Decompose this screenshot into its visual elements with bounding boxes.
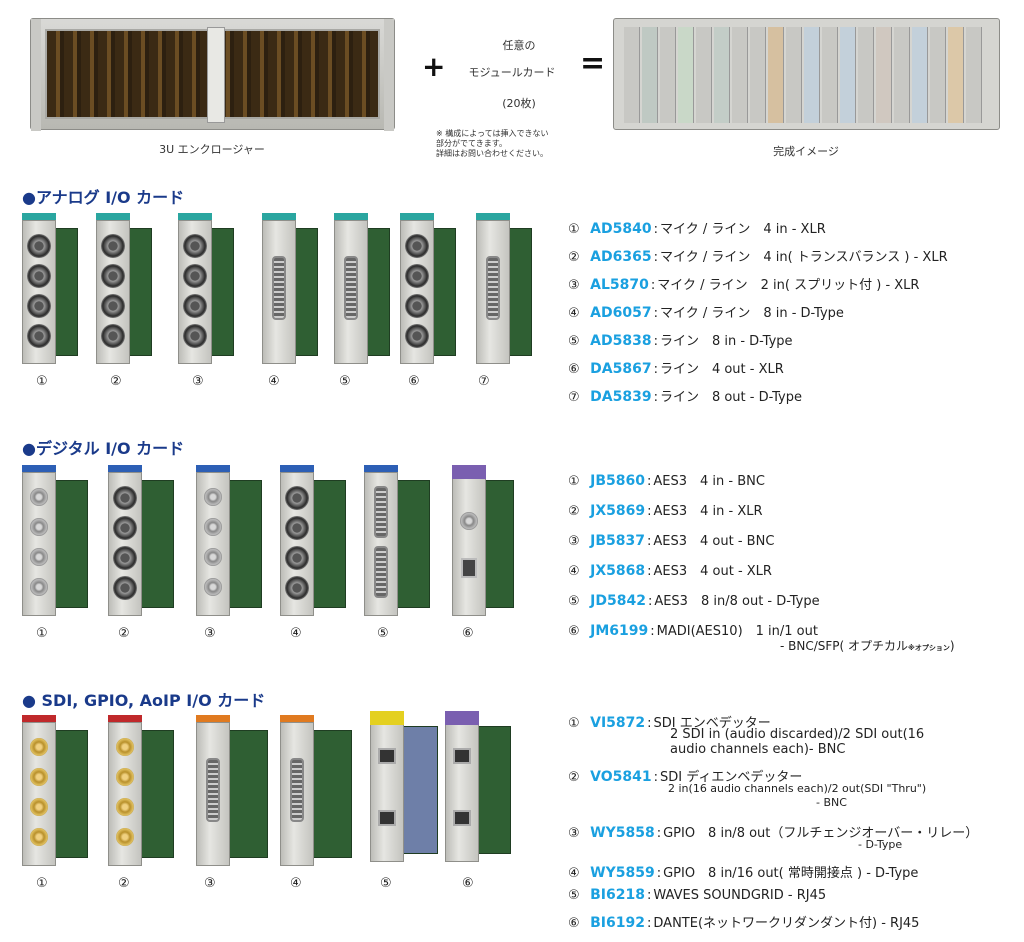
analog-item-5: ⑤ AD5838:ライン 8 in - D-Type [568,333,793,349]
equals-sign: = [580,46,606,81]
sdi-item-2-cont-2: - BNC [816,796,847,809]
sdi-number-3: ③ [204,876,216,891]
digital-item-2: ② JX5869:AES3 4 in - XLR [568,503,763,519]
digital-number-4: ④ [290,626,302,641]
analog-item-3: ③ AL5870:マイク / ライン 2 in( スプリット付 ) - XLR [568,277,920,293]
analog-item-7: ⑦ DA5839:ライン 8 out - D-Type [568,389,802,405]
analog-number-2: ② [110,374,122,389]
analog-item-4: ④ AD6057:マイク / ライン 8 in - D-Type [568,305,844,321]
sdi-number-6: ⑥ [462,876,474,891]
analog-number-5: ⑤ [339,374,351,389]
analog-number-7: ⑦ [478,374,490,389]
analog-section-title: ●アナログ I/O カード [22,188,185,207]
note-text: ※ 構成によっては挿入できない 部分がでてきます。 詳細はお問い合わせください。 [436,129,549,158]
analog-number-3: ③ [192,374,204,389]
sdi-item-3-cont: - D-Type [858,838,903,851]
digital-section-title: ●デジタル I/O カード [22,439,185,458]
digital-number-2: ② [118,626,130,641]
module-line-1: 任意の [502,39,536,52]
sdi-number-1: ① [36,876,48,891]
plus-sign: + [422,50,446,83]
digital-item-5: ⑤ JD5842:AES3 8 in/8 out - D-Type [568,593,820,609]
sdi-item-5: ⑤ BI6218:WAVES SOUNDGRID - RJ45 [568,887,827,903]
module-line-2: モジュールカード [468,66,556,79]
sdi-item-3: ③ WY5858:GPIO 8 in/8 out（フルチェンジオーバー・リレー） [568,825,979,841]
digital-item-6: ⑥ JM6199:MADI(AES10) 1 in/1 out [568,623,818,639]
digital-number-5: ⑤ [377,626,389,641]
digital-item-4: ④ JX5868:AES3 4 out - XLR [568,563,772,579]
digital-item-3: ③ JB5837:AES3 4 out - BNC [568,533,775,549]
analog-item-2: ② AD6365:マイク / ライン 4 in( トランスバランス ) - XL… [568,249,948,265]
analog-number-4: ④ [268,374,280,389]
module-line-3: (20枚) [502,97,536,110]
sdi-item-1-cont-2: audio channels each)- BNC [670,742,846,757]
sdi-item-2: ② VO5841:SDI ディエンベデッター [568,769,803,785]
sdi-number-5: ⑤ [380,876,392,891]
sdi-number-4: ④ [290,876,302,891]
digital-number-6: ⑥ [462,626,474,641]
analog-number-6: ⑥ [408,374,420,389]
digital-item-1: ① JB5860:AES3 4 in - BNC [568,473,765,489]
complete-caption: 完成イメージ [773,145,839,158]
sdi-item-2-cont-1: 2 in(16 audio channels each)/2 out(SDI "… [668,782,927,795]
digital-item-6-cont: - BNC/SFP( オプチカル※オプション) [780,639,955,653]
sdi-section-title: ● SDI, GPIO, AoIP I/O カード [22,691,266,710]
sdi-item-1: ① VI5872:SDI エンベデッター [568,715,771,731]
enclosure-caption: 3U エンクロージャー [159,143,265,156]
sdi-item-1-cont-1: 2 SDI in (audio discarded)/2 SDI out(16 [670,727,925,742]
analog-number-1: ① [36,374,48,389]
sdi-item-4: ④ WY5859:GPIO 8 in/16 out( 常時開接点 ) - D-T… [568,865,919,881]
analog-item-1: ① AD5840:マイク / ライン 4 in - XLR [568,221,826,237]
analog-item-6: ⑥ DA5867:ライン 4 out - XLR [568,361,784,377]
complete-image [613,18,1000,130]
enclosure-image [30,18,395,131]
digital-number-1: ① [36,626,48,641]
sdi-number-2: ② [118,876,130,891]
digital-number-3: ③ [204,626,216,641]
sdi-item-6: ⑥ BI6192:DANTE(ネットワークリダンダント付) - RJ45 [568,915,920,931]
